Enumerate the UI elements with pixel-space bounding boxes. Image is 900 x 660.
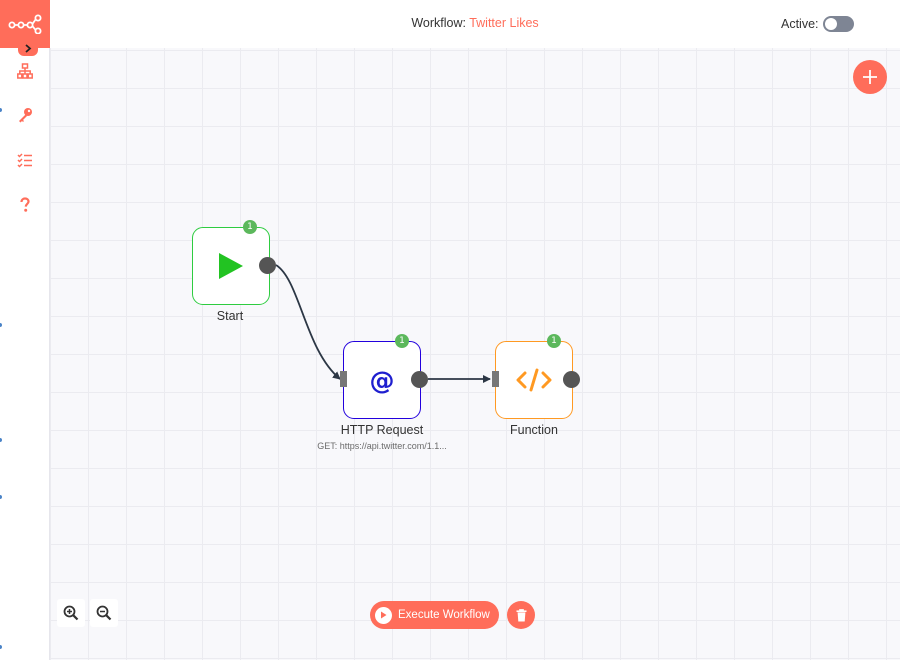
at-icon: @ <box>369 365 395 395</box>
execute-workflow-label: Execute Workflow <box>398 609 490 621</box>
node-function-badge: 1 <box>547 334 561 348</box>
sidebar <box>0 0 50 660</box>
workflow-name[interactable]: Twitter Likes <box>469 16 539 30</box>
active-label: Active: <box>781 17 819 31</box>
add-node-button[interactable] <box>853 60 887 94</box>
node-start-output[interactable] <box>259 257 276 274</box>
header-bar: Workflow: Twitter Likes Active: <box>50 0 900 48</box>
zoom-in-icon <box>63 605 79 621</box>
list-check-icon <box>17 153 32 168</box>
edge-marker <box>0 438 2 442</box>
edge-marker <box>0 108 2 112</box>
connection-start-http[interactable] <box>275 264 341 380</box>
question-icon <box>20 197 30 212</box>
node-function-output[interactable] <box>563 371 580 388</box>
sidebar-item-credentials[interactable] <box>10 100 40 130</box>
node-function-input[interactable] <box>492 371 499 387</box>
sidebar-item-workflows[interactable] <box>10 56 40 86</box>
node-http-request[interactable]: @ <box>343 341 421 419</box>
edge-marker <box>0 645 2 649</box>
workflow-label: Workflow: <box>411 16 466 30</box>
node-start-label: Start <box>216 309 244 323</box>
play-icon <box>219 253 243 279</box>
node-start-badge: 1 <box>243 220 257 234</box>
plus-icon <box>863 70 877 84</box>
trash-icon <box>516 608 526 621</box>
edge-marker <box>0 323 2 327</box>
chevron-right-icon <box>25 43 32 53</box>
node-function-label: Function <box>510 423 558 437</box>
play-circle-icon <box>375 606 392 624</box>
key-icon <box>19 108 32 123</box>
node-http-request-input[interactable] <box>340 371 347 387</box>
sidebar-item-executions[interactable] <box>10 145 40 175</box>
network-icon <box>17 63 33 79</box>
node-http-request-subtitle: GET: https://api.twitter.com/1.1... <box>317 441 447 451</box>
expand-sidebar-button[interactable] <box>18 40 38 56</box>
active-control: Active: <box>781 16 854 32</box>
active-toggle[interactable] <box>822 16 854 32</box>
zoom-out-icon <box>96 605 112 621</box>
logo-icon <box>8 14 42 34</box>
node-function[interactable] <box>495 341 573 419</box>
workflow-canvas[interactable] <box>50 48 900 660</box>
edge-marker <box>0 495 2 499</box>
workflow-title: Workflow: Twitter Likes <box>50 16 900 30</box>
node-http-request-output[interactable] <box>411 371 428 388</box>
node-http-request-label: HTTP Request <box>340 423 424 437</box>
sidebar-item-help[interactable] <box>10 190 40 220</box>
toggle-knob <box>824 18 837 30</box>
code-icon <box>516 368 552 392</box>
node-http-request-badge: 1 <box>395 334 409 348</box>
node-start[interactable] <box>192 227 270 305</box>
zoom-out-button[interactable] <box>90 599 118 627</box>
delete-execution-button[interactable] <box>507 601 535 629</box>
execute-workflow-button[interactable]: Execute Workflow <box>370 601 499 629</box>
zoom-in-button[interactable] <box>57 599 85 627</box>
